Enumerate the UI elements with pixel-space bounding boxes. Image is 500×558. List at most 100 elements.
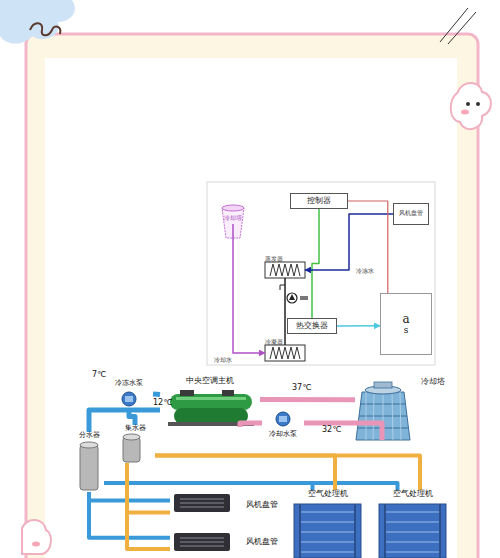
signal-line xyxy=(348,201,388,293)
page-frame xyxy=(26,34,478,558)
process-box: 热交换器 xyxy=(287,318,337,334)
page-frame xyxy=(45,58,457,558)
water-pipe xyxy=(153,392,160,398)
coil-frame xyxy=(265,262,305,361)
air-handling-unit xyxy=(294,504,446,558)
water-pipe xyxy=(129,408,135,425)
text-holder: 冷却塔 xyxy=(218,212,248,224)
node-text: 风机盘管 xyxy=(246,538,278,546)
air-handling-unit xyxy=(294,504,361,558)
header-node: 分水器 xyxy=(74,432,104,492)
node-text: 控制器 xyxy=(307,197,331,205)
cooling-tower xyxy=(374,382,392,388)
node-text: 中央空调主机 xyxy=(186,377,234,385)
schematic-panel xyxy=(207,182,435,365)
text-holder: 集水器 xyxy=(103,425,167,432)
schematic-panel xyxy=(207,182,435,365)
node-text: 冷冻水泵 xyxy=(115,380,143,387)
cooling-tower-node: 冷却塔 xyxy=(355,378,445,440)
signal-line xyxy=(284,278,286,345)
air-handler-node: 空气处理机 xyxy=(375,490,450,558)
fan-coil-unit xyxy=(174,494,230,512)
water-pipe xyxy=(127,463,170,513)
cloud-decoration xyxy=(466,102,470,106)
coil-box: 蒸发器 xyxy=(265,262,305,278)
annotation-label: 37℃ xyxy=(292,384,311,392)
node-text: 分水器 xyxy=(79,432,100,439)
node-text: a xyxy=(402,313,409,326)
cloud-decoration xyxy=(476,102,480,106)
controller-box: 控制器 xyxy=(290,193,348,209)
water-pipe xyxy=(89,492,170,501)
cloud-decoration xyxy=(440,8,476,44)
fan-coil-unit xyxy=(180,538,224,546)
node-text: 风机盘管 xyxy=(399,211,423,217)
chiller-unit xyxy=(180,390,194,396)
cloud-decoration xyxy=(0,0,75,44)
pump-icon xyxy=(279,416,287,422)
text-holder: 分水器 xyxy=(62,432,116,439)
air-handling-unit xyxy=(300,504,355,558)
air-handling-unit xyxy=(385,512,440,552)
tower-node: 冷却塔 xyxy=(218,212,248,224)
text-holder: as xyxy=(381,294,431,354)
node-text: 冷却塔 xyxy=(421,378,445,386)
fan-coil-node: 风机盘管 xyxy=(170,528,280,556)
pump-node: 冷却水泵 xyxy=(262,408,304,438)
chiller-unit xyxy=(222,390,234,396)
node-text: 风机盘管 xyxy=(246,501,278,509)
tower-icon xyxy=(222,205,244,211)
pump-symbol xyxy=(287,293,297,303)
cloud-decoration xyxy=(22,520,51,554)
node-text: s xyxy=(404,326,409,335)
cloud-decoration xyxy=(30,23,60,35)
pump-symbol xyxy=(280,285,297,303)
coil-frame xyxy=(265,262,305,278)
cloud-decoration xyxy=(0,0,491,554)
text-holder: 空气处理机 xyxy=(278,490,377,498)
chiller-unit xyxy=(174,408,248,424)
text-holder: 风机盘管 xyxy=(394,204,428,224)
chiller-unit xyxy=(176,397,246,400)
pump-icon xyxy=(276,412,290,426)
fan-coil-unit xyxy=(174,533,230,551)
text-holder: 风机盘管 xyxy=(246,528,278,556)
text-holder: 冷冻水泵 xyxy=(93,380,165,387)
water-pipe xyxy=(104,483,398,490)
text-holder: 冷却水泵 xyxy=(250,431,316,438)
water-pipe xyxy=(155,455,335,490)
node-text: 空气处理机 xyxy=(308,490,348,498)
coil-frame xyxy=(265,345,305,361)
chiller-node: 中央空调主机 xyxy=(160,377,260,427)
annotation-label: 32℃ xyxy=(322,426,341,434)
annotation-label: 冷冻水 xyxy=(356,268,374,274)
node-text: 冷却水泵 xyxy=(269,431,297,438)
terminal-box: 风机盘管 xyxy=(393,203,429,225)
header-node: 集水器 xyxy=(115,425,155,463)
annotation-label: 12℃ xyxy=(153,399,172,407)
chiller-unit xyxy=(170,394,252,410)
air-handling-unit xyxy=(300,512,355,552)
pump-symbol xyxy=(289,294,295,300)
signal-line xyxy=(233,224,265,353)
node-text: 冷却塔 xyxy=(224,215,242,221)
water-pipe xyxy=(260,397,355,402)
header-cylinder xyxy=(123,434,140,440)
cloud-decoration xyxy=(32,542,40,547)
node-text: 空气处理机 xyxy=(393,490,433,498)
header-cylinder xyxy=(123,437,140,462)
signal-line xyxy=(312,209,319,318)
annotation-label: 冷却水 xyxy=(214,357,232,363)
coil-box: 冷凝器 xyxy=(265,345,305,361)
device-box: as xyxy=(380,293,432,355)
pump-icon xyxy=(122,392,136,406)
water-pipe xyxy=(127,463,170,549)
text-holder: 热交换器 xyxy=(288,319,336,333)
text-holder: 冷凝器 xyxy=(265,339,283,345)
air-handler-node: 空气处理机 xyxy=(290,490,365,558)
signal-line xyxy=(305,214,393,270)
